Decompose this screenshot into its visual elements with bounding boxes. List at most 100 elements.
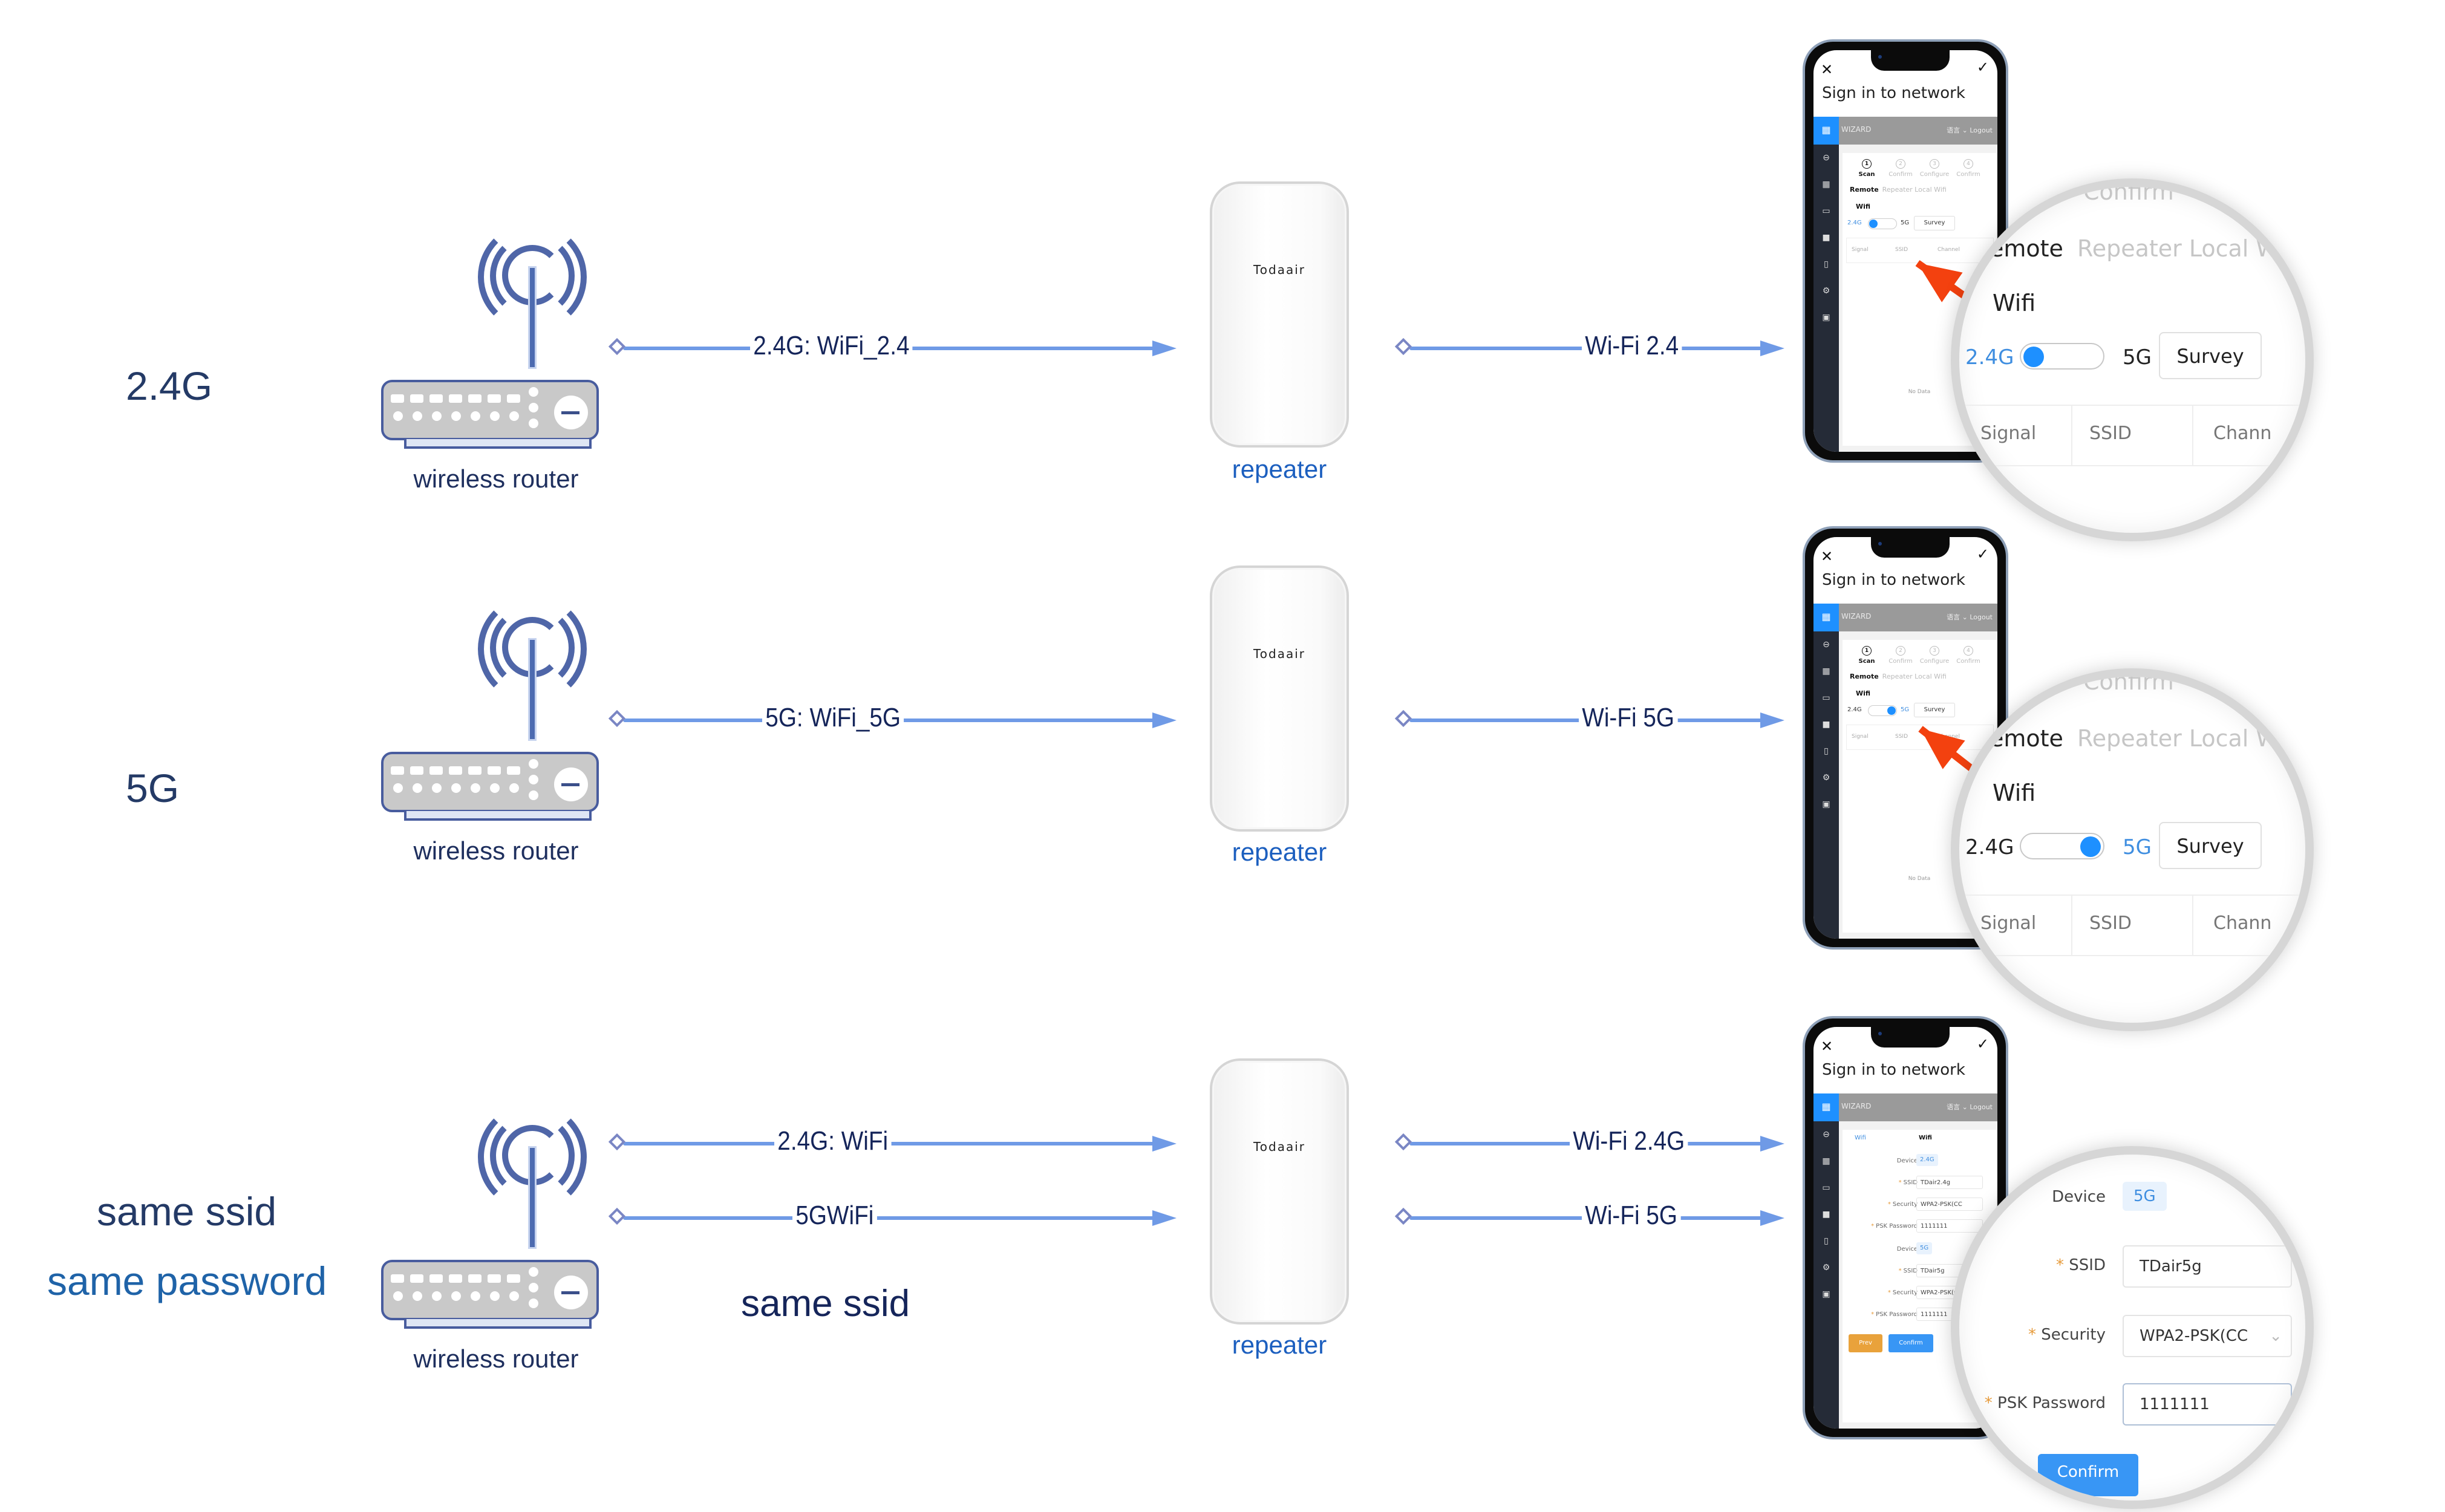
security-select[interactable]: WPA2-PSK(CC [1916,1198,1983,1211]
arrow-icon [1760,712,1784,728]
monitor-icon[interactable]: ▭ [1822,1183,1830,1193]
check-icon[interactable]: ✓ [1976,59,1989,76]
arrow-icon [1760,1136,1784,1152]
save-icon[interactable]: ▣ [1822,313,1830,322]
band-toggle[interactable] [2020,343,2104,370]
app-header: ▦ WIZARD 语言 ⌄ Logout [1813,604,1997,631]
logout-link[interactable]: Logout [1970,613,1993,621]
arrow-icon [1760,1210,1784,1226]
network-icon[interactable]: ⊖ [1823,1130,1830,1139]
arrow-icon [1152,1136,1177,1152]
logout-link[interactable]: Logout [1970,1103,1993,1111]
band-toggle[interactable] [1868,218,1897,229]
tab-remote[interactable]: Remote [1850,186,1879,194]
band-toggle[interactable] [1868,705,1897,716]
grid-icon[interactable]: ▦ [1813,1093,1839,1121]
device-tag: 5G [1916,1242,1933,1254]
gear-icon[interactable]: ⚙ [1822,286,1830,296]
sidebar: ⊖ ▦ ▭ ■ ▯ ⚙ ▣ [1813,1121,1839,1429]
arrow-icon [1152,341,1177,356]
tab-local-wifi[interactable]: Repeater Local Wifi [1882,673,1947,680]
diamond-icon [608,337,626,356]
gear-icon[interactable]: ⚙ [1822,1263,1830,1272]
psk-password-input[interactable]: 1111111 [1916,1219,1983,1233]
network-icon[interactable]: ⊖ [1823,153,1830,163]
survey-button[interactable]: Survey [1914,703,1955,717]
tablet-icon[interactable]: ▯ [1824,259,1829,269]
sidebar: ⊖ ▦ ▭ ■ ▯ ⚙ ▣ [1813,145,1839,452]
confirm-button[interactable]: Confirm [2038,1454,2138,1496]
band-24-label: 2.4G [1847,706,1862,713]
repeater-device: Todaair [1210,565,1349,832]
grid-icon[interactable]: ▦ [1822,180,1830,189]
language-select[interactable]: 语言 ⌄ [1947,126,1968,134]
monitor-icon[interactable]: ▭ [1822,693,1830,703]
mode-label-24g: 2.4G [126,363,213,408]
language-select[interactable]: 语言 ⌄ [1947,613,1968,621]
router-label: wireless router [413,1344,579,1373]
grid-icon[interactable]: ▦ [1822,666,1830,676]
diamond-icon [1394,1133,1412,1151]
page-title: Sign in to network [1822,84,1965,102]
grid-icon[interactable]: ▦ [1813,604,1839,631]
wifi-heading: Wifi [1856,203,1871,210]
tab-remote[interactable]: Remote [1850,673,1879,680]
form-heading: Wifi [1919,1135,1932,1141]
downlink-label: Wi-Fi 5G [1582,1201,1681,1231]
tab-wifi[interactable]: Wifi [1855,1135,1866,1141]
repeater-label: repeater [1232,455,1327,483]
tablet-icon[interactable]: ▯ [1824,1236,1829,1246]
check-icon[interactable]: ✓ [1976,546,1989,562]
uplink-label: 2.4G: WiFi [774,1126,892,1156]
page-title: Sign in to network [1822,1061,1965,1079]
display-icon[interactable]: ■ [1822,233,1830,243]
uplink-arrow: 5G: WiFi_5G [608,703,1177,733]
display-icon[interactable]: ■ [1822,720,1830,729]
app-header: ▦ WIZARD 语言 ⌄ Logout [1813,117,1997,145]
save-icon[interactable]: ▣ [1822,1289,1830,1299]
psk-password-input[interactable]: 1111111 [2123,1383,2292,1426]
downlink-label: Wi-Fi 2.4 [1582,331,1682,361]
display-icon[interactable]: ■ [1822,1210,1830,1219]
router-label: wireless router [413,464,579,493]
page-title: Sign in to network [1822,571,1965,589]
security-select[interactable]: WPA2-PSK(CC⌄ [2123,1315,2292,1357]
diamond-icon [608,1133,626,1151]
language-select[interactable]: 语言 ⌄ [1947,1103,1968,1111]
ssid-input[interactable]: TDair2.4g [1916,1176,1983,1189]
monitor-icon[interactable]: ▭ [1822,206,1830,216]
uplink-note: same ssid [741,1283,910,1325]
mode-label-same-ssid: same ssid [97,1189,277,1234]
prev-button[interactable]: Prev [1849,1334,1882,1352]
router-icon [357,595,599,821]
check-icon[interactable]: ✓ [1976,1035,1989,1052]
tablet-icon[interactable]: ▯ [1824,746,1829,756]
repeater-device: Todaair [1210,181,1349,448]
mode-label-same-password: same password [47,1259,327,1303]
survey-button[interactable]: Survey [2159,822,2262,869]
logout-link[interactable]: Logout [1970,126,1993,134]
band-5-label: 5G [2123,345,2152,370]
grid-icon[interactable]: ▦ [1813,117,1839,145]
repeater-label: repeater [1232,838,1327,866]
uplink-arrow: 2.4G: WiFi_2.4 [608,331,1177,361]
phone-screenshot: ✕ ✓ Sign in to network ▦ WIZARD 语言 ⌄ Log… [1803,39,2008,463]
header-section: WIZARD [1841,1102,1872,1110]
survey-button[interactable]: Survey [2159,332,2262,379]
device-tag: 5G [2123,1182,2167,1211]
gear-icon[interactable]: ⚙ [1822,773,1830,783]
close-icon[interactable]: ✕ [1821,61,1833,78]
confirm-button[interactable]: Confirm [1888,1334,1933,1352]
tab-local-wifi[interactable]: Repeater Local Wifi [1882,186,1947,194]
save-icon[interactable]: ▣ [1822,800,1830,809]
close-icon[interactable]: ✕ [1821,1038,1833,1055]
grid-icon[interactable]: ▦ [1822,1156,1830,1166]
diamond-icon [608,709,626,728]
band-toggle[interactable] [2020,833,2104,859]
router-label: wireless router [413,836,579,865]
survey-button[interactable]: Survey [1914,216,1955,230]
ssid-input[interactable]: TDair5g [2123,1245,2292,1288]
network-icon[interactable]: ⊖ [1823,640,1830,650]
close-icon[interactable]: ✕ [1821,548,1833,565]
